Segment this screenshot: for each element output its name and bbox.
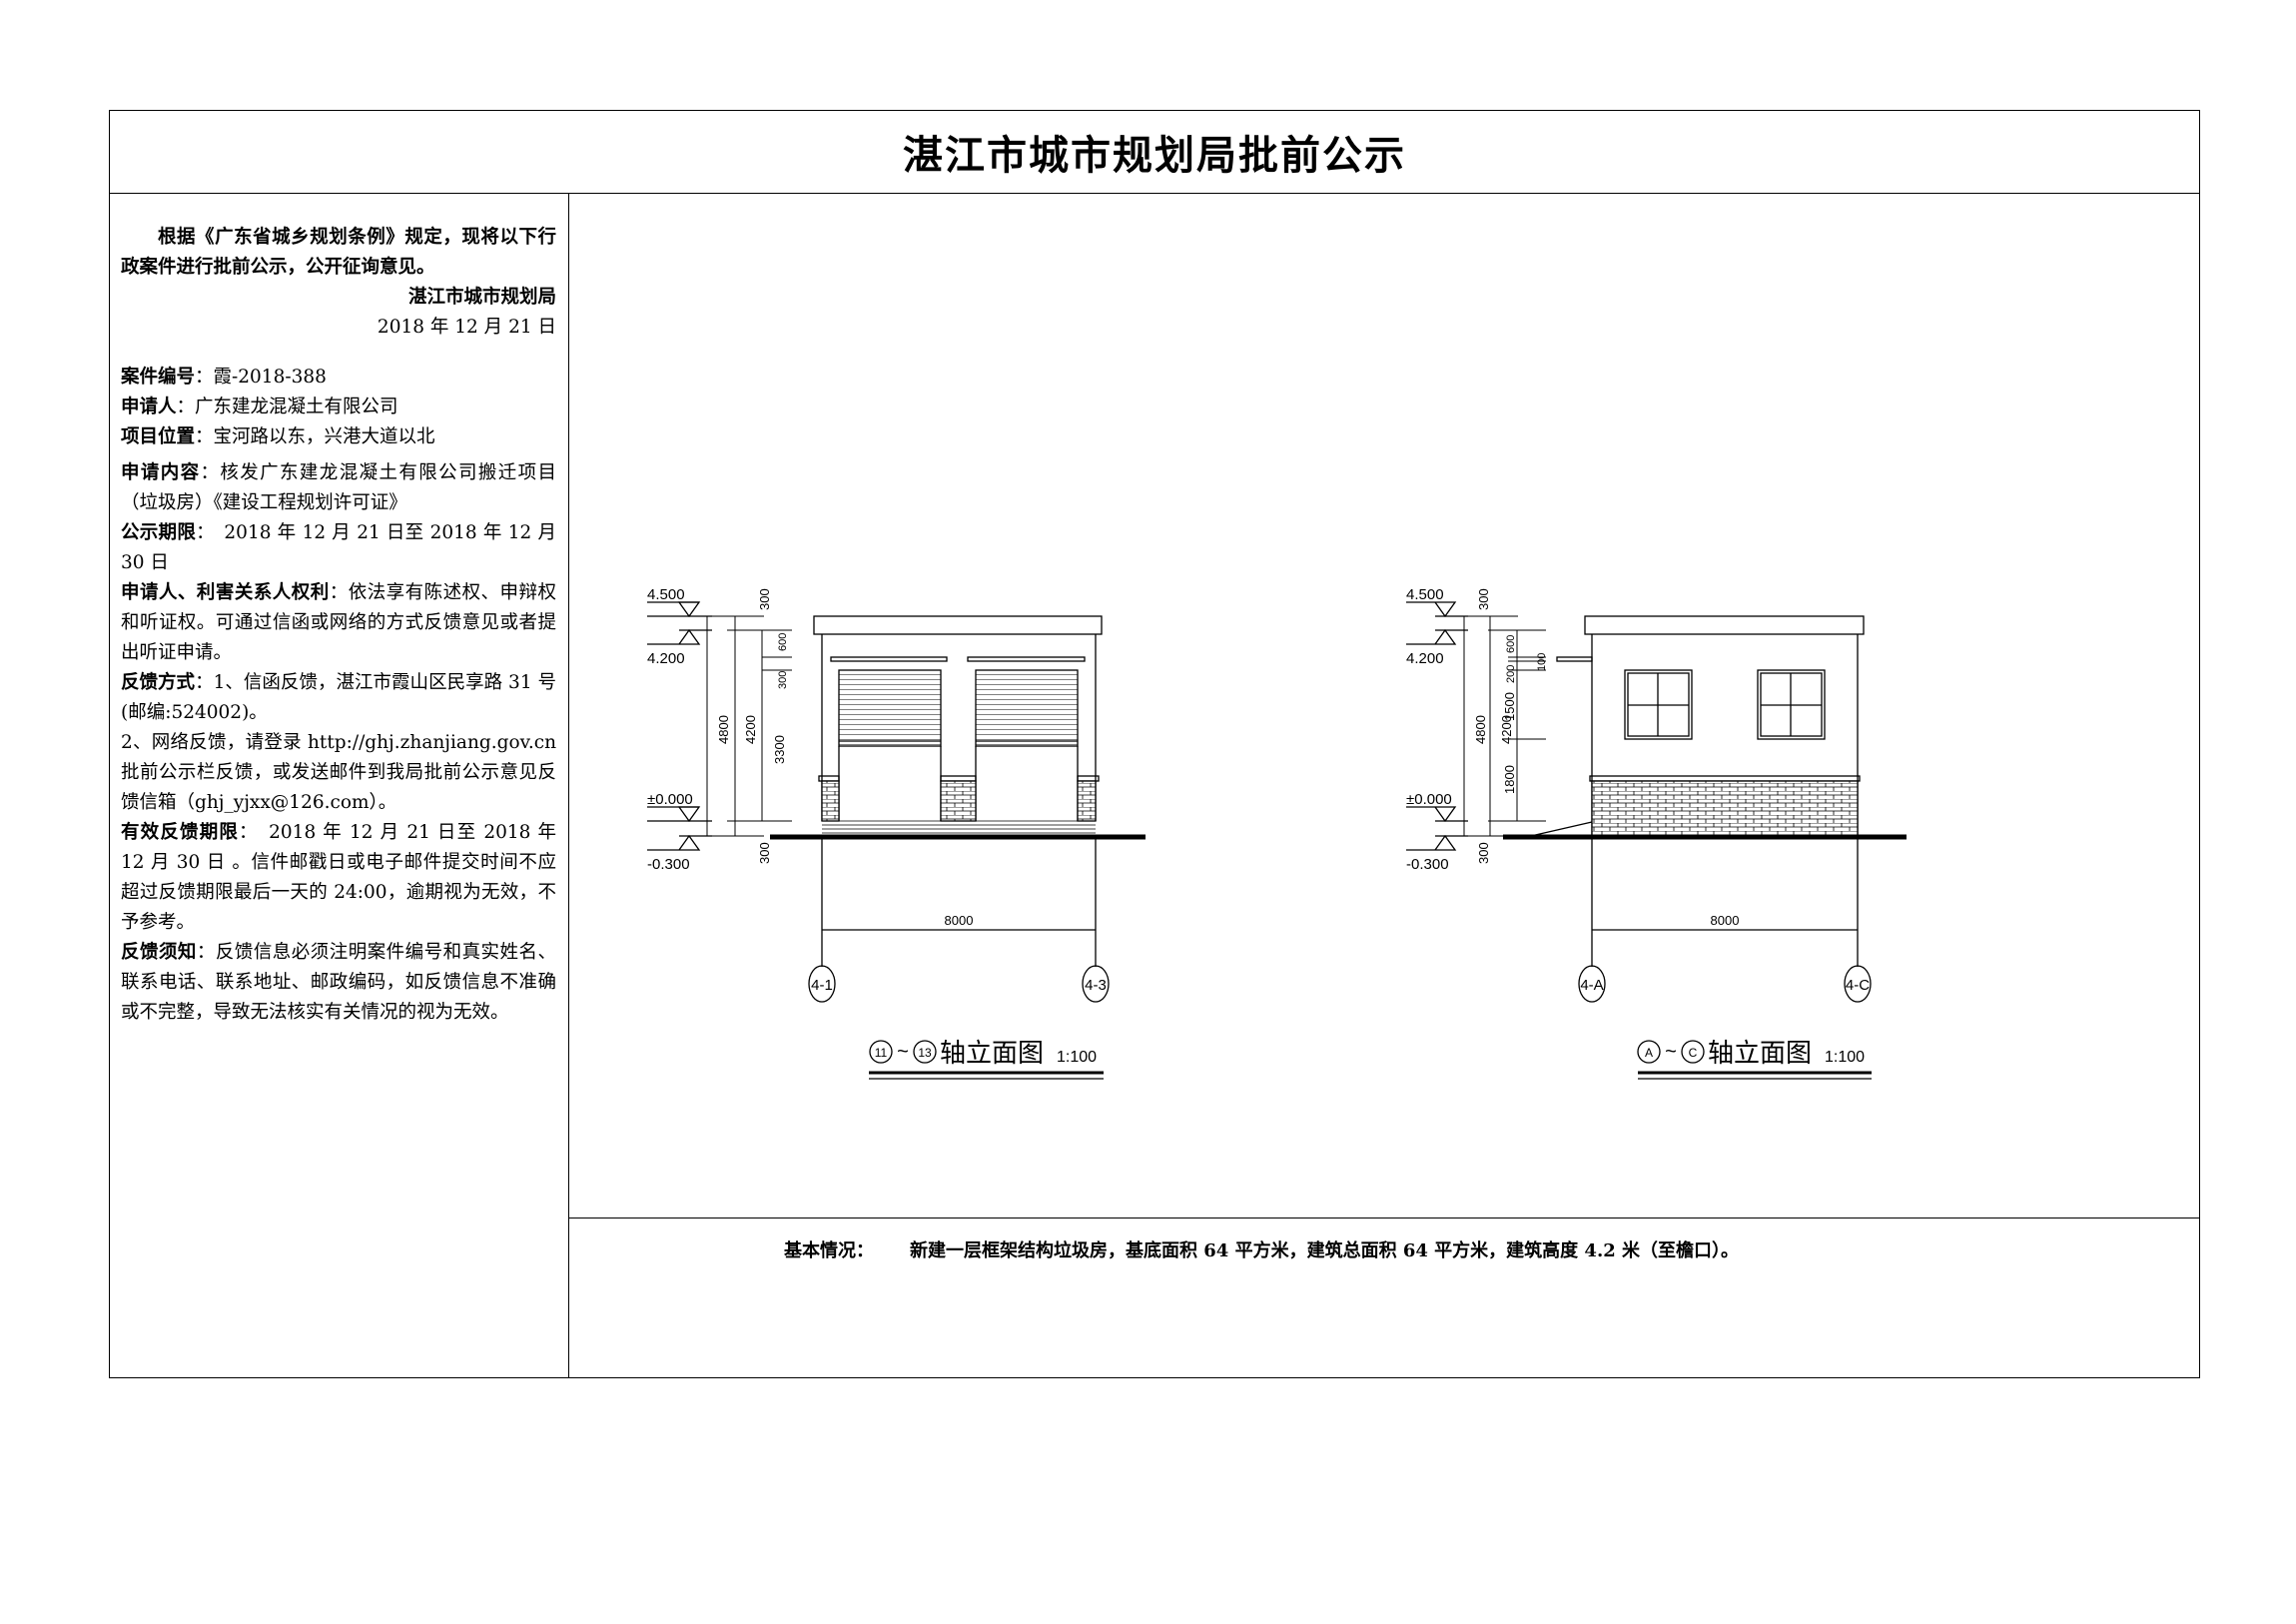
feedback-web: 2、网络反馈，请登录 http://ghj.zhanjiang.gov.cn 批…: [121, 732, 556, 813]
elevation-drawing-1: 4.500 4.200 ±0.000 -0.300 300 4800 300 4…: [647, 586, 1146, 1080]
height-dimensions: 300 4800 300 4200 300 600 3300: [706, 588, 792, 864]
building-elevation: [770, 615, 1146, 840]
title-axis: A: [1645, 1046, 1653, 1060]
dim-label: 200: [1505, 665, 1517, 683]
window: [1624, 669, 1693, 740]
scale-text: 1:100: [1825, 1049, 1865, 1066]
dim-label: 4200: [743, 715, 758, 744]
field-location: 项目位置：宝河路以东，兴港大道以北: [121, 426, 435, 447]
dim-label: 600: [777, 633, 789, 651]
dim-label: 1500: [1502, 692, 1517, 721]
notice-date: 2018 年 12 月 21 日: [377, 317, 556, 338]
notice-intro: 根据《广东省城乡规划条例》规定，现将以下行政案件进行批前公示，公开征询意见。: [121, 227, 556, 278]
field-feedback-notes: 反馈须知：反馈信息必须注明案件编号和真实姓名、联系电话、联系地址、邮政编码，如反…: [121, 942, 556, 1023]
building-elevation: [1503, 615, 1907, 840]
dim-label: 8000: [1711, 913, 1740, 928]
drawing-title: 11 ~ 13 轴立面图 1:100: [869, 1038, 1104, 1080]
title-axis: 11: [875, 1046, 888, 1060]
axis-label: 4-A: [1580, 977, 1603, 994]
svg-text:~: ~: [897, 1041, 909, 1063]
level-markers: 4.500 4.200 ±0.000 -0.300: [1406, 586, 1468, 873]
level-label: 4.500: [647, 586, 685, 603]
field-content: 申请内容：核发广东建龙混凝土有限公司搬迁项目（垃圾房）《建设工程规划许可证》: [121, 462, 556, 513]
level-markers: 4.500 4.200 ±0.000 -0.300: [647, 586, 712, 873]
dim-label: 3300: [772, 735, 787, 764]
title-axis: 13: [918, 1046, 932, 1060]
dim-label: 4800: [716, 715, 731, 744]
level-label: 4.200: [1406, 650, 1444, 667]
field-feedback-method: 反馈方式：1、信函反馈，湛江市霞山区民享路 31 号(邮编:524002)。: [121, 672, 556, 723]
level-label: 4.200: [647, 650, 685, 667]
page-title: 湛江市城市规划局批前公示: [903, 132, 1406, 179]
roller-shutter-door: [838, 669, 942, 747]
axis-label: 4-C: [1846, 977, 1870, 994]
notice-text-panel: 根据《广东省城乡规划条例》规定，现将以下行政案件进行批前公示，公开征询意见。 湛…: [110, 193, 569, 1377]
roller-shutter-door: [975, 669, 1079, 747]
notice-issuer: 湛江市城市规划局: [407, 287, 556, 308]
dim-label: 8000: [945, 913, 974, 928]
dim-label: 300: [757, 842, 772, 864]
svg-text:~: ~: [1665, 1041, 1677, 1063]
notice-table: 湛江市城市规划局批前公示 根据《广东省城乡规划条例》规定，现将以下行政案件进行批…: [109, 110, 2200, 1378]
axis-label: 4-3: [1085, 977, 1107, 994]
scale-text: 1:100: [1057, 1049, 1097, 1066]
elevation-drawing-2: 4.500 4.200 ±0.000 -0.300 300 4800 300 4…: [1406, 586, 1907, 1080]
title-text: 轴立面图: [1708, 1038, 1812, 1068]
dim-label: 4200: [1499, 715, 1514, 744]
field-feedback-deadline: 有效反馈期限： 2018 年 12 月 21 日至 2018 年 12 月 30…: [121, 822, 556, 933]
field-rights: 申请人、利害关系人权利：依法享有陈述权、申辩权和听证权。可通过信函或网络的方式反…: [121, 582, 556, 663]
brick-pier: [1077, 780, 1097, 822]
level-label: ±0.000: [1406, 791, 1452, 808]
axis-label: 4-1: [811, 977, 833, 994]
brick-pier: [821, 780, 840, 822]
height-dimensions: 300 4800 300 4200 600 100 200 1500 1800: [1463, 588, 1548, 864]
width-dimension: 8000 4-A 4-C: [1578, 839, 1872, 1003]
dim-label: 600: [1505, 635, 1517, 653]
level-label: ±0.000: [647, 791, 693, 808]
level-label: 4.500: [1406, 586, 1444, 603]
title-axis: C: [1689, 1046, 1698, 1060]
field-period: 公示期限： 2018 年 12 月 21 日至 2018 年 12 月 30 日: [121, 522, 556, 573]
dim-label: 300: [1476, 588, 1491, 610]
dim-label: 300: [777, 671, 789, 689]
level-label: -0.300: [647, 856, 690, 873]
summary: 基本情况：新建一层框架结构垃圾房，基底面积 64 平方米，建筑总面积 64 平方…: [784, 1240, 1740, 1261]
field-applicant: 申请人：广东建龙混凝土有限公司: [121, 397, 398, 417]
window: [1757, 669, 1826, 740]
title-row: 湛江市城市规划局批前公示: [110, 111, 2199, 194]
dim-label: 300: [1476, 842, 1491, 864]
width-dimension: 8000 4-1 4-3: [808, 839, 1110, 1003]
summary-row: 基本情况：新建一层框架结构垃圾房，基底面积 64 平方米，建筑总面积 64 平方…: [569, 1218, 2199, 1377]
drawing-title: A ~ C 轴立面图 1:100: [1637, 1038, 1872, 1080]
dim-label: 4800: [1473, 715, 1488, 744]
brick-pier: [940, 780, 977, 822]
brick-base: [1591, 780, 1859, 837]
field-case-number: 案件编号：霞-2018-388: [121, 367, 327, 388]
title-text: 轴立面图: [940, 1038, 1044, 1068]
dim-label: 1800: [1502, 765, 1517, 794]
level-label: -0.300: [1406, 856, 1449, 873]
dim-label: 100: [1536, 653, 1548, 671]
dim-label: 300: [757, 588, 772, 610]
